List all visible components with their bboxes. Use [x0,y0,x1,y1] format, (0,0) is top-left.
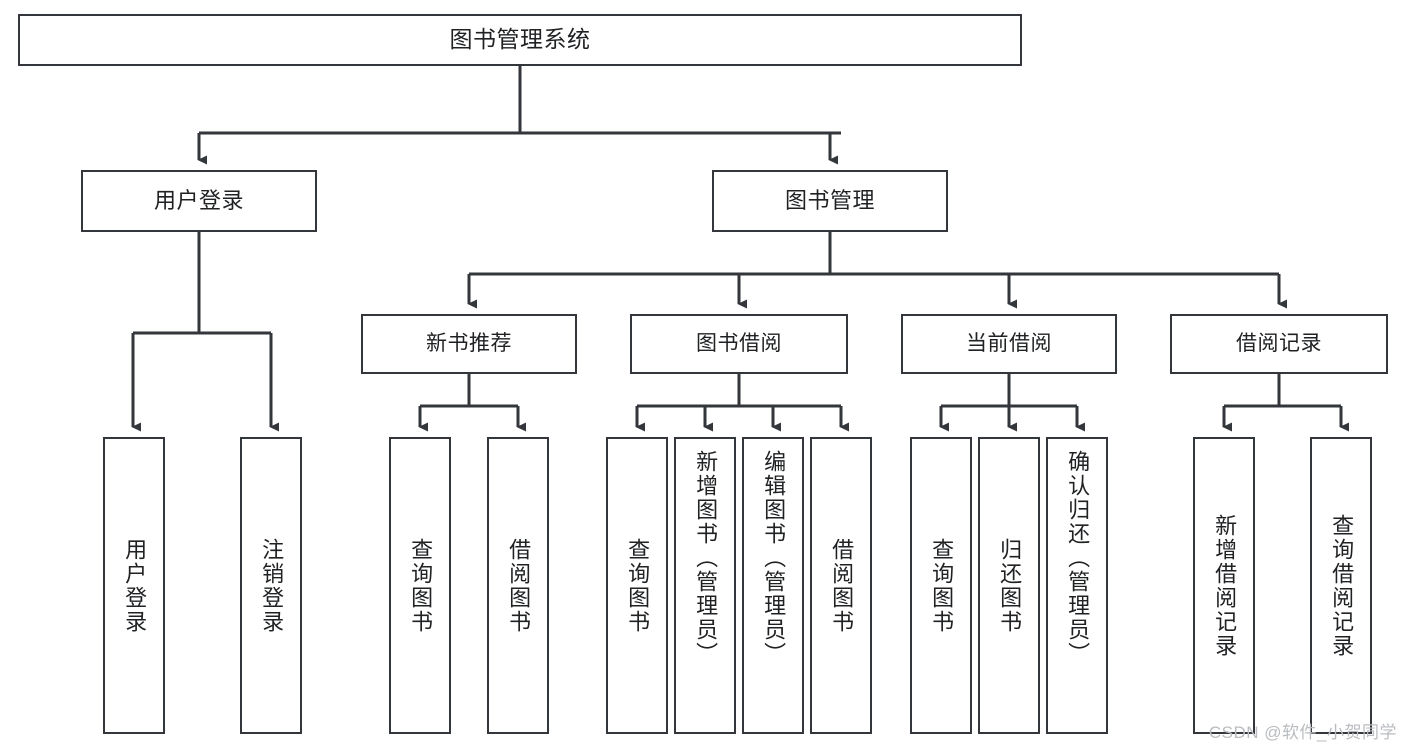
node-leaf-add-record[interactable]: 新增借阅记录 [1193,437,1255,734]
node-leaf-query-book-2[interactable]: 查询图书 [606,437,668,734]
node-leaf-borrow-book-2[interactable]: 借阅图书 [810,437,872,734]
node-leaf-query-book-1-label: 查询图书 [408,537,434,634]
node-leaf-add-record-label: 新增借阅记录 [1212,513,1238,658]
node-user-login-label: 用户登录 [153,188,244,214]
node-borrow-record-label: 借阅记录 [1236,331,1322,355]
node-leaf-return-book[interactable]: 归还图书 [978,437,1040,734]
node-leaf-logout-login[interactable]: 注销登录 [240,437,302,734]
node-book-borrow[interactable]: 图书借阅 [630,314,848,374]
node-leaf-query-book-3[interactable]: 查询图书 [910,437,972,734]
node-root-label: 图书管理系统 [449,26,591,53]
node-leaf-query-book-1[interactable]: 查询图书 [389,437,451,734]
node-leaf-edit-book-label: 编辑图书（管理员） [761,450,787,666]
node-leaf-borrow-book-1[interactable]: 借阅图书 [487,437,549,734]
node-current-borrow-label: 当前借阅 [966,331,1052,355]
csdn-watermark: CSDN @软件_小贺同学 [1208,723,1397,742]
node-leaf-edit-book[interactable]: 编辑图书（管理员） [742,437,804,734]
node-leaf-confirm-return-label: 确认归还（管理员） [1065,450,1091,666]
node-current-borrow[interactable]: 当前借阅 [901,314,1117,374]
node-leaf-borrow-book-1-label: 借阅图书 [506,537,532,634]
node-leaf-user-login-label: 用户登录 [122,537,148,634]
node-leaf-add-book[interactable]: 新增图书（管理员） [674,437,736,734]
node-new-book-recommend-label: 新书推荐 [426,331,512,355]
node-book-borrow-label: 图书借阅 [696,331,782,355]
node-leaf-query-record-label: 查询借阅记录 [1329,513,1355,658]
node-leaf-confirm-return[interactable]: 确认归还（管理员） [1046,437,1108,734]
node-borrow-record[interactable]: 借阅记录 [1170,314,1388,374]
node-leaf-logout-login-label: 注销登录 [259,537,285,634]
node-leaf-query-book-2-label: 查询图书 [625,537,651,634]
node-leaf-return-book-label: 归还图书 [997,537,1023,634]
node-leaf-borrow-book-2-label: 借阅图书 [829,537,855,634]
node-leaf-query-record[interactable]: 查询借阅记录 [1310,437,1372,734]
node-root[interactable]: 图书管理系统 [18,14,1022,66]
node-user-login[interactable]: 用户登录 [81,170,317,232]
node-book-manage[interactable]: 图书管理 [712,170,948,232]
node-leaf-add-book-label: 新增图书（管理员） [693,450,719,666]
node-leaf-user-login[interactable]: 用户登录 [103,437,165,734]
node-book-manage-label: 图书管理 [784,188,875,214]
node-new-book-recommend[interactable]: 新书推荐 [361,314,577,374]
node-leaf-query-book-3-label: 查询图书 [929,537,955,634]
